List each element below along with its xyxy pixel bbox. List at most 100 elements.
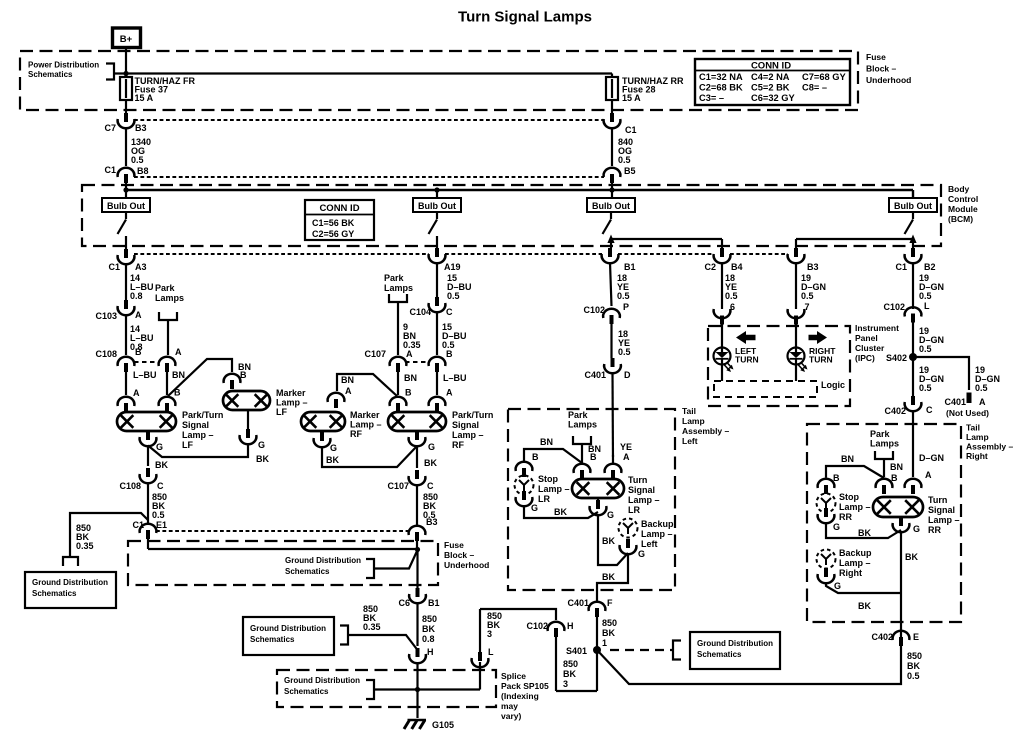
svg-text:YE: YE bbox=[725, 282, 737, 292]
svg-text:B: B bbox=[833, 473, 840, 483]
svg-text:Lamps: Lamps bbox=[155, 293, 184, 303]
svg-text:Schematics: Schematics bbox=[697, 650, 742, 659]
svg-text:C107: C107 bbox=[364, 349, 386, 359]
svg-text:Ground Distribution: Ground Distribution bbox=[697, 639, 773, 648]
svg-text:Turn: Turn bbox=[628, 475, 647, 485]
svg-text:Lamp –: Lamp – bbox=[182, 430, 214, 440]
svg-text:3: 3 bbox=[487, 629, 492, 639]
svg-text:BN: BN bbox=[540, 437, 553, 447]
svg-text:C108: C108 bbox=[95, 349, 117, 359]
svg-text:3: 3 bbox=[563, 679, 568, 689]
svg-text:B: B bbox=[590, 452, 597, 462]
svg-text:H: H bbox=[427, 647, 434, 657]
svg-text:E: E bbox=[913, 632, 919, 642]
svg-text:Park: Park bbox=[568, 410, 589, 420]
svg-text:0.5: 0.5 bbox=[152, 510, 165, 520]
svg-text:A: A bbox=[345, 386, 352, 396]
svg-text:Park: Park bbox=[155, 283, 176, 293]
svg-text:15: 15 bbox=[442, 322, 452, 332]
svg-text:B: B bbox=[174, 388, 181, 398]
svg-text:Park: Park bbox=[870, 429, 891, 439]
svg-text:CONN ID: CONN ID bbox=[751, 61, 791, 72]
svg-text:Block –: Block – bbox=[444, 550, 475, 560]
svg-text:Bulb Out: Bulb Out bbox=[107, 201, 145, 211]
svg-text:LF: LF bbox=[182, 440, 193, 450]
svg-text:Underhood: Underhood bbox=[444, 560, 489, 570]
svg-text:0.5: 0.5 bbox=[919, 291, 932, 301]
svg-text:6: 6 bbox=[730, 302, 735, 312]
svg-text:Bulb Out: Bulb Out bbox=[418, 201, 456, 211]
svg-text:Panel: Panel bbox=[855, 333, 878, 343]
svg-text:A: A bbox=[623, 452, 630, 462]
svg-text:Bulb Out: Bulb Out bbox=[894, 201, 932, 211]
svg-text:Ground Distribution: Ground Distribution bbox=[250, 624, 326, 633]
svg-text:TURN: TURN bbox=[809, 355, 833, 365]
svg-text:18: 18 bbox=[618, 329, 628, 339]
svg-text:RF: RF bbox=[452, 440, 464, 450]
svg-text:Pack SP105: Pack SP105 bbox=[501, 681, 549, 691]
svg-text:S402: S402 bbox=[886, 353, 907, 363]
svg-text:L: L bbox=[924, 301, 930, 311]
svg-text:BK: BK bbox=[256, 454, 269, 464]
svg-text:0.5: 0.5 bbox=[447, 291, 460, 301]
svg-text:0.8: 0.8 bbox=[130, 342, 143, 352]
svg-text:G: G bbox=[258, 440, 265, 450]
svg-text:YE: YE bbox=[618, 338, 630, 348]
svg-text:850: 850 bbox=[76, 523, 91, 533]
svg-text:D–GN: D–GN bbox=[975, 374, 1000, 384]
svg-text:Tail: Tail bbox=[682, 406, 696, 416]
svg-text:BN: BN bbox=[890, 462, 903, 472]
svg-text:Lamps: Lamps bbox=[568, 420, 597, 430]
svg-text:L–BU: L–BU bbox=[133, 370, 157, 380]
svg-text:A: A bbox=[133, 388, 140, 398]
svg-text:D–BU: D–BU bbox=[447, 282, 472, 292]
svg-text:Control: Control bbox=[948, 194, 978, 204]
svg-text:C104: C104 bbox=[409, 307, 431, 317]
svg-text:C1=56 BK: C1=56 BK bbox=[312, 218, 355, 228]
svg-text:850: 850 bbox=[152, 492, 167, 502]
svg-text:0.5: 0.5 bbox=[423, 510, 436, 520]
svg-text:C102: C102 bbox=[583, 305, 605, 315]
svg-text:Lamp –: Lamp – bbox=[839, 502, 871, 512]
svg-text:18: 18 bbox=[617, 273, 627, 283]
svg-text:A3: A3 bbox=[135, 262, 147, 272]
svg-text:B2: B2 bbox=[924, 262, 936, 272]
svg-text:BK: BK bbox=[905, 552, 918, 562]
svg-text:0.8: 0.8 bbox=[130, 291, 143, 301]
svg-text:0.5: 0.5 bbox=[617, 291, 630, 301]
svg-text:BN: BN bbox=[238, 362, 251, 372]
svg-text:Lamp –: Lamp – bbox=[276, 398, 308, 408]
svg-text:14: 14 bbox=[130, 324, 140, 334]
svg-text:A: A bbox=[925, 470, 932, 480]
svg-text:Left: Left bbox=[682, 436, 698, 446]
svg-text:RR: RR bbox=[928, 525, 941, 535]
svg-text:BK: BK bbox=[423, 501, 436, 511]
svg-text:850: 850 bbox=[363, 604, 378, 614]
svg-text:RF: RF bbox=[350, 429, 362, 439]
svg-text:L–BU: L–BU bbox=[443, 373, 467, 383]
svg-text:vary): vary) bbox=[501, 711, 521, 721]
svg-text:LF: LF bbox=[276, 407, 287, 417]
svg-text:G: G bbox=[156, 442, 163, 452]
svg-text:0.5: 0.5 bbox=[131, 155, 144, 165]
svg-text:850: 850 bbox=[907, 651, 922, 661]
svg-text:(Not Used): (Not Used) bbox=[946, 408, 989, 418]
svg-text:BK: BK bbox=[602, 628, 615, 638]
svg-text:Underhood: Underhood bbox=[866, 75, 911, 85]
svg-text:B: B bbox=[405, 388, 412, 398]
svg-text:RIGHT: RIGHT bbox=[809, 346, 836, 356]
svg-text:Logic: Logic bbox=[821, 380, 845, 390]
svg-text:C1: C1 bbox=[108, 262, 120, 272]
svg-text:BK: BK bbox=[858, 601, 871, 611]
svg-text:BN: BN bbox=[588, 444, 601, 454]
svg-text:L–BU: L–BU bbox=[130, 333, 154, 343]
svg-text:BK: BK bbox=[363, 613, 376, 623]
svg-text:D–GN: D–GN bbox=[919, 335, 944, 345]
svg-text:Turn Signal Lamps: Turn Signal Lamps bbox=[458, 9, 592, 26]
svg-text:H: H bbox=[567, 621, 574, 631]
svg-text:TURN/HAZ RR: TURN/HAZ RR bbox=[622, 76, 684, 86]
svg-text:A: A bbox=[135, 310, 142, 320]
svg-text:C103: C103 bbox=[95, 311, 117, 321]
svg-text:C4=2 NA: C4=2 NA bbox=[751, 72, 790, 82]
svg-text:Stop: Stop bbox=[538, 474, 558, 484]
